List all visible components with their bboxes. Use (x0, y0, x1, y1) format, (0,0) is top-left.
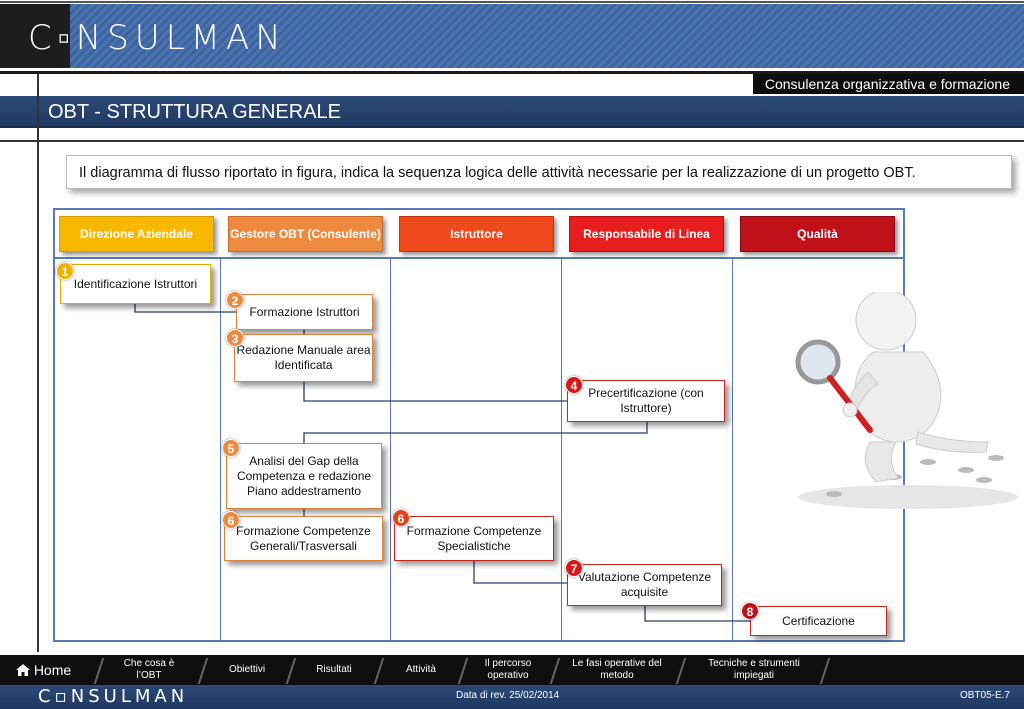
step-number-badge: 5 (222, 439, 240, 457)
lane-separator (732, 258, 733, 642)
intro-text: Il diagramma di flusso riportato in figu… (66, 155, 1012, 189)
step-formazione-competenze-specialistiche: Formazione Competenze Specialistiche (394, 516, 554, 561)
step-formazione-istruttori: Formazione Istruttori (236, 294, 373, 330)
banner-top-line (0, 1, 1024, 3)
step-number-badge: 6 (392, 509, 410, 527)
step-certificazione: Certificazione (750, 606, 887, 636)
lane-separator (561, 258, 562, 642)
lane-separator (390, 258, 391, 642)
home-icon (15, 664, 30, 676)
lane-header-responsabile: Responsabile di Linea (569, 216, 724, 252)
footer-logo: C▫NSULMAN (38, 686, 189, 707)
step-number-badge: 1 (56, 262, 74, 280)
banner-pattern (70, 4, 1024, 68)
brand-logo: C▫NSULMAN (28, 18, 287, 58)
lane-header-istruttore: Istruttore (399, 216, 554, 252)
brand-logo-text: C▫NSULMAN (28, 18, 287, 58)
document-code: OBT05-E.7 (959, 690, 1010, 701)
step-number-badge: 6 (222, 511, 240, 529)
left-vertical-line (37, 74, 39, 652)
step-formazione-competenze-generali: Formazione Competenze Generali/Trasversa… (224, 516, 383, 561)
nav-fasi-operative[interactable]: Le fasi operative del metodo (572, 658, 662, 681)
lane-separator (220, 258, 221, 642)
lane-header-qualita: Qualità (740, 216, 895, 252)
step-number-badge: 2 (226, 291, 244, 309)
step-precertificazione: Precertificazione (con Istruttore) (567, 380, 725, 422)
nav-home-label: Home (33, 662, 72, 678)
nav-che-cosa-obt[interactable]: Che cosa è l’OBT (123, 658, 175, 681)
step-number-badge: 8 (741, 602, 759, 620)
revision-date: Data di rev. 25/02/2014 (456, 690, 560, 701)
step-redazione-manuale: Redazione Manuale area Identificata (234, 334, 373, 382)
lane-header-direzione: Direzione Aziendale (59, 216, 214, 252)
header-banner: C▫NSULMAN (0, 0, 1024, 70)
step-number-badge: 3 (226, 329, 244, 347)
step-identificazione-istruttori: Identificazione Istruttori (60, 264, 211, 304)
step-number-badge: 4 (565, 376, 583, 394)
title-bar (0, 96, 1024, 128)
nav-home[interactable]: Home (12, 655, 74, 685)
tagline: Consulenza organizzativa e formazione (752, 74, 1024, 94)
footer-nav (0, 655, 1024, 685)
tagline-bar (0, 71, 1024, 74)
nav-risultati[interactable]: Risultati (316, 664, 352, 675)
divider-line (0, 140, 1024, 142)
lane-header-gestore: Gestore OBT (Consulente) (228, 216, 383, 252)
footer-bar (0, 685, 1024, 709)
lane-header-separator (55, 257, 903, 259)
nav-tecniche-strumenti[interactable]: Tecniche e strumenti impiegati (708, 658, 800, 681)
step-number-badge: 7 (565, 559, 583, 577)
nav-attivita[interactable]: Attività (405, 664, 436, 675)
step-valutazione-competenze: Valutazione Competenze acquisite (567, 564, 722, 606)
page-title: OBT - STRUTTURA GENERALE (48, 101, 342, 123)
magnifier-figure-image (795, 292, 1018, 509)
nav-percorso-operativo[interactable]: Il percorso operativo (484, 658, 532, 681)
step-analisi-gap: Analisi del Gap della Competenza e redaz… (226, 443, 382, 509)
banner-dark-block (0, 4, 70, 68)
nav-obiettivi[interactable]: Obiettivi (228, 664, 266, 675)
